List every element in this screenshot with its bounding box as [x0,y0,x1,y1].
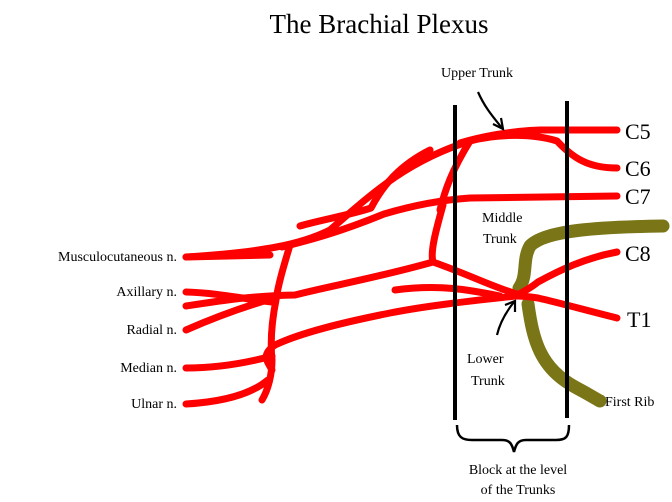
upper-trunk-arrow [478,92,503,129]
block-brace [457,425,569,452]
ulnar-nerve [186,380,268,404]
diagram-title: The Brachial Plexus [270,9,489,39]
lower-trunk [275,296,516,345]
musculocutaneous-nerve [186,255,270,257]
root-label-c8: C8 [625,241,651,266]
posterior-cord [186,262,433,306]
root-label-t1: T1 [627,307,651,332]
root-c6 [470,135,617,168]
middle-trunk-drop [432,205,443,262]
lower-trunk-branch [395,288,500,296]
cord-connector [262,245,290,400]
lower-trunk-label-2: Trunk [471,374,505,389]
root-label-c7: C7 [625,184,651,209]
lower-trunk-arrow [497,301,515,335]
musculocutaneous-label: Musculocutaneous n. [58,250,177,265]
axillary-label: Axillary n. [116,285,177,300]
upper-trunk [186,141,470,257]
first-rib-label: First Rib [605,395,654,410]
median-nerve [186,356,272,368]
middle-trunk-label-1: Middle [482,211,522,226]
ulnar-label: Ulnar n. [131,397,177,412]
middle-trunk-label-2: Trunk [483,232,517,247]
block-caption-line-2: of the Trunks [481,483,556,498]
lower-trunk-label-1: Lower [467,352,504,367]
root-label-c5: C5 [625,119,651,144]
upper-trunk-branch [300,150,430,226]
radial-label: Radial n. [126,323,177,338]
root-label-c6: C6 [625,156,651,181]
median-label: Median n. [120,361,177,376]
block-caption-line-1: Block at the level [469,463,567,478]
upper-trunk-label: Upper Trunk [441,66,513,81]
